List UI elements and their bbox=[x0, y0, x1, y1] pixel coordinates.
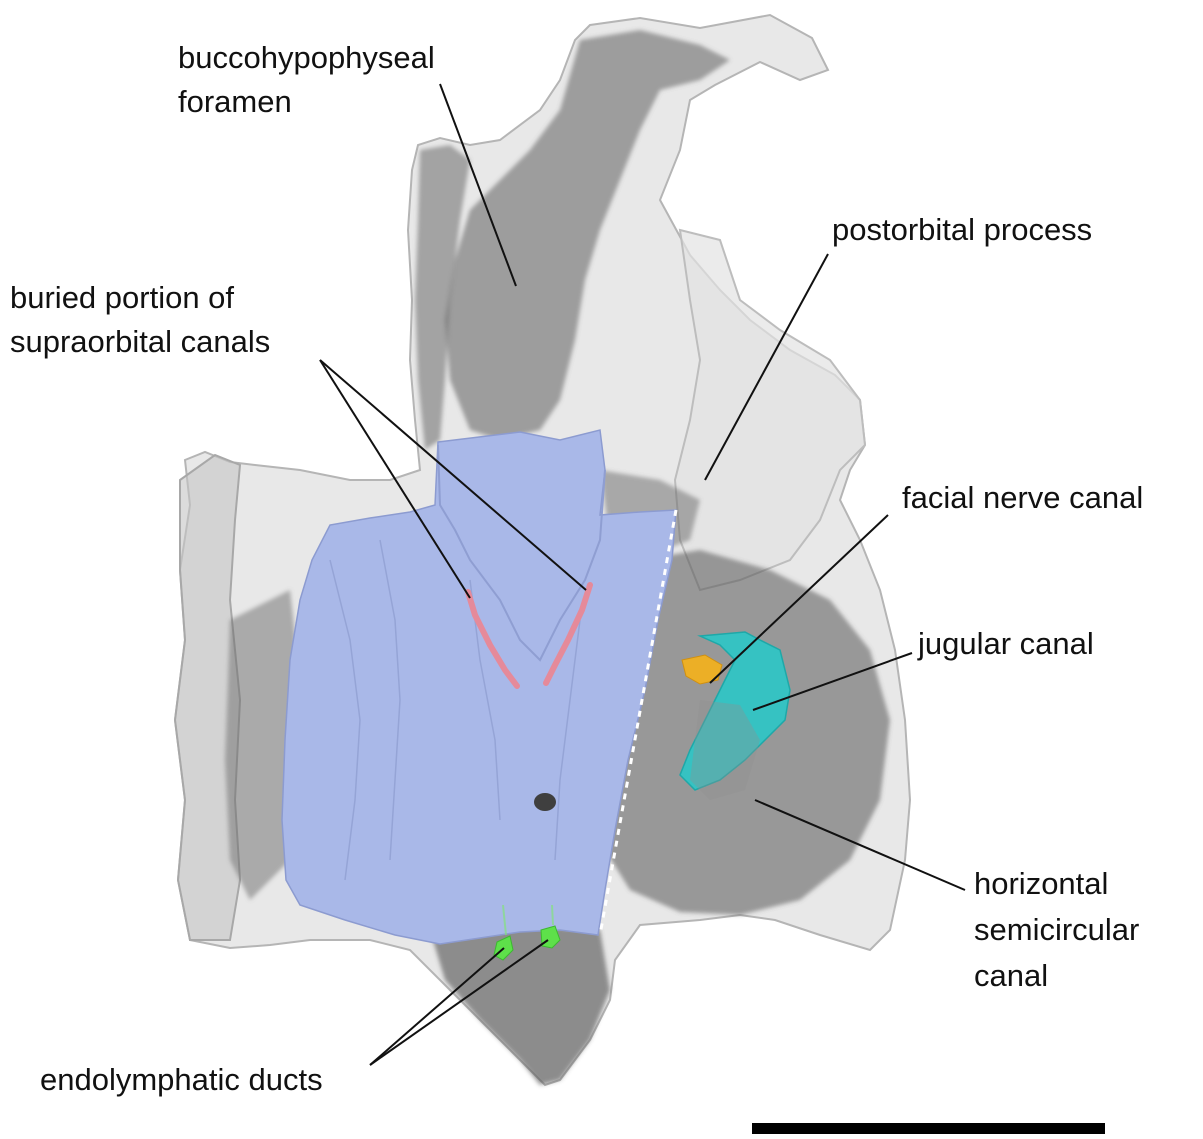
label-horizontal-line2: semicircular bbox=[974, 912, 1139, 948]
label-postorbital-process: postorbital process bbox=[832, 212, 1092, 248]
label-buccohypophyseal-line2: foramen bbox=[178, 84, 292, 120]
label-horizontal-line1: horizontal bbox=[974, 866, 1108, 902]
label-buried-line2: supraorbital canals bbox=[10, 324, 270, 360]
label-facial-nerve-canal: facial nerve canal bbox=[902, 480, 1143, 516]
label-jugular-canal: jugular canal bbox=[918, 626, 1094, 662]
label-endolymphatic-ducts: endolymphatic ducts bbox=[40, 1062, 323, 1098]
label-horizontal-line3: canal bbox=[974, 958, 1048, 994]
label-buried-line1: buried portion of bbox=[10, 280, 234, 316]
pineal-opening bbox=[534, 793, 556, 811]
label-buccohypophyseal-line1: buccohypophyseal bbox=[178, 40, 435, 76]
scale-bar bbox=[752, 1123, 1105, 1134]
